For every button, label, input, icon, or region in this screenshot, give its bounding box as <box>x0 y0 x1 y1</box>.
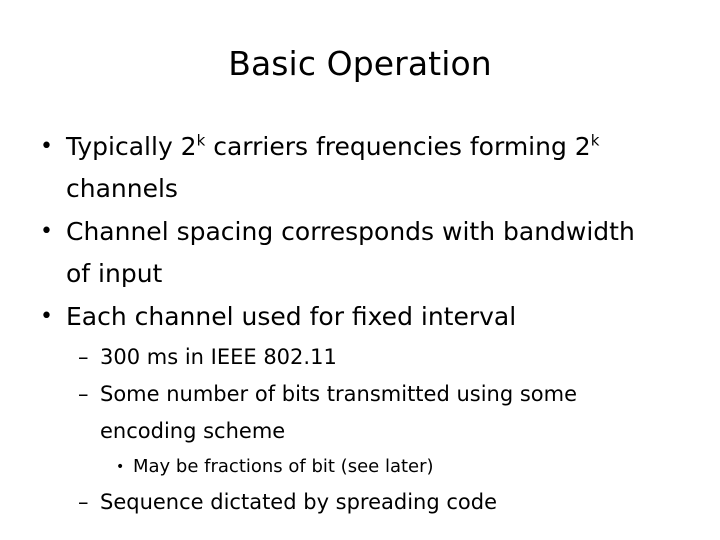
list-item-label: Some number of bits transmitted using so… <box>100 382 578 443</box>
superscript-exponent: k <box>590 131 600 150</box>
page-title: Basic Operation <box>228 44 492 83</box>
slide-body: • Typically 2k carriers frequencies form… <box>0 126 720 521</box>
list-item[interactable]: • Channel spacing corresponds with bandw… <box>0 211 720 295</box>
bullet-text-segment: channels <box>66 174 178 203</box>
bullet-text-segment: carriers frequencies forming 2 <box>205 132 591 161</box>
dash-marker-icon: – <box>78 382 89 406</box>
bullet-marker-icon: • <box>40 304 53 329</box>
list-item[interactable]: – 300 ms in IEEE 802.11 <box>0 339 720 376</box>
list-item-label: 300 ms in IEEE 802.11 <box>100 345 337 369</box>
dash-marker-icon: – <box>78 490 89 514</box>
list-item[interactable]: – Some number of bits transmitted using … <box>0 376 720 450</box>
bullet-marker-icon: • <box>40 134 53 159</box>
list-item-label: May be fractions of bit (see later) <box>133 456 434 477</box>
list-item[interactable]: • Typically 2k carriers frequencies form… <box>0 126 720 210</box>
list-item[interactable]: • May be fractions of bit (see later) <box>0 450 720 484</box>
list-item-label: Each channel used for fixed interval <box>66 302 517 331</box>
dash-marker-icon: – <box>78 345 89 369</box>
list-item-label: Sequence dictated by spreading code <box>100 490 498 514</box>
list-item[interactable]: • Each channel used for fixed interval <box>0 296 720 338</box>
superscript-exponent: k <box>196 131 206 150</box>
list-item-label: Channel spacing corresponds with bandwid… <box>66 217 635 288</box>
list-item-label: Typically 2k carriers frequencies formin… <box>66 126 666 210</box>
bullet-marker-icon: • <box>40 219 53 244</box>
list-item[interactable]: – Sequence dictated by spreading code <box>0 484 720 521</box>
bullet-text-segment: Typically 2 <box>66 132 197 161</box>
bullet-marker-icon: • <box>116 459 125 475</box>
